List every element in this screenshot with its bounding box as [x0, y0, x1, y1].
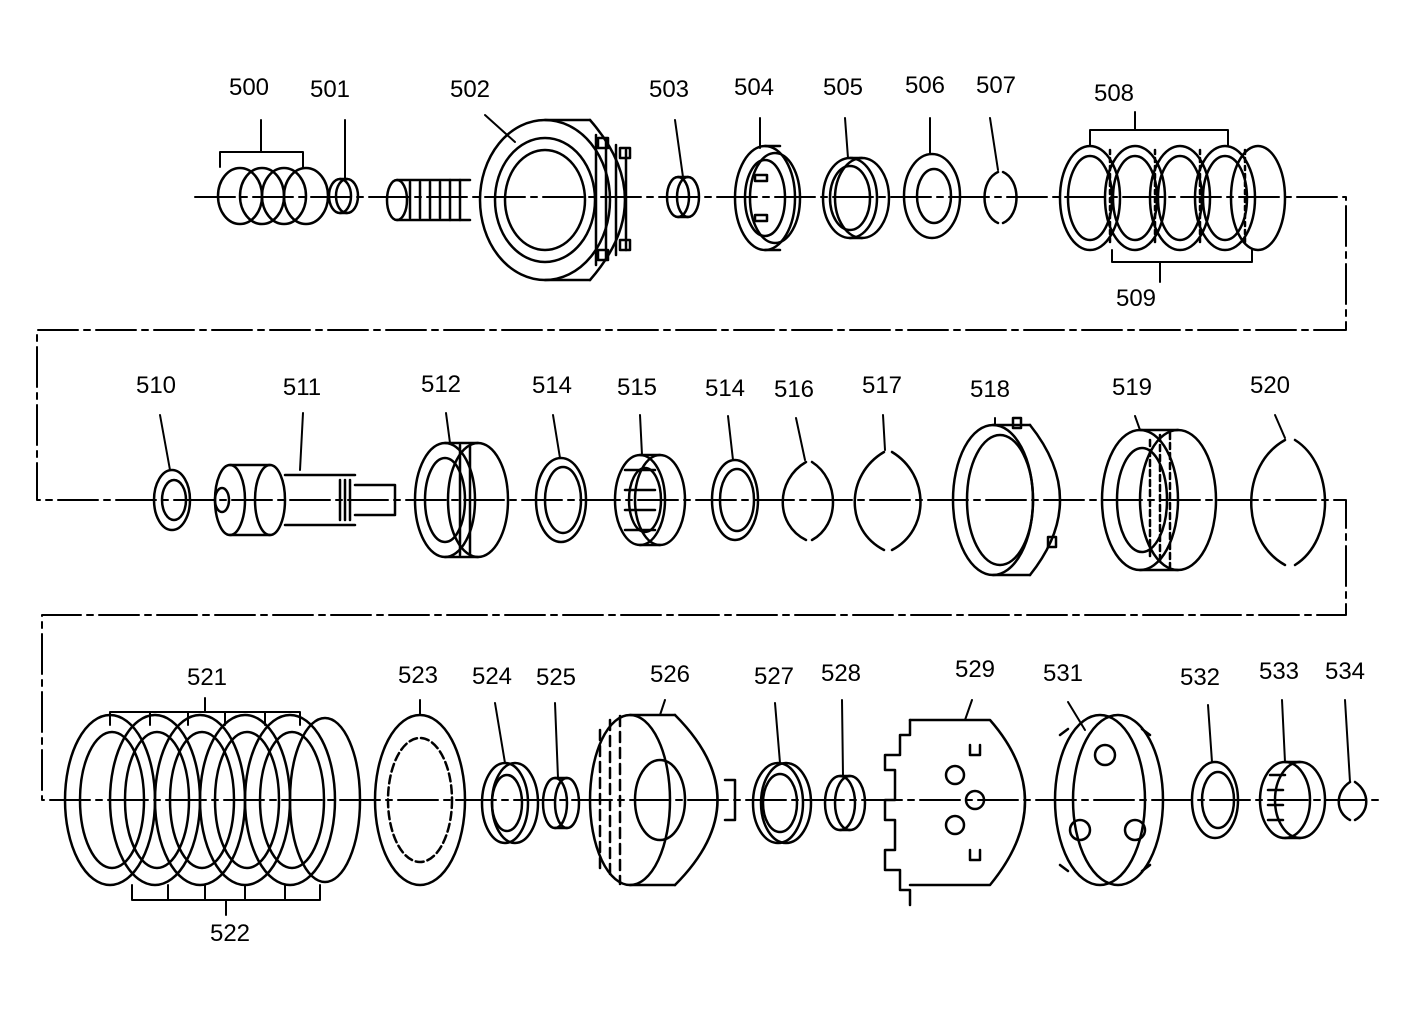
part-518-housing — [951, 416, 1062, 577]
callout-527: 527 — [753, 663, 795, 690]
callout-510: 510 — [135, 372, 177, 399]
callout-518: 518 — [969, 376, 1011, 403]
part-501-bushing — [327, 177, 360, 215]
callout-511: 511 — [282, 374, 322, 401]
part-524-seal — [480, 761, 540, 845]
part-505-spring — [821, 156, 891, 240]
part-508-509-clutch-pack — [1058, 144, 1287, 252]
callout-528: 528 — [820, 660, 862, 687]
callout-509: 509 — [1115, 285, 1157, 312]
callout-523: 523 — [397, 662, 439, 689]
callout-516: 516 — [773, 376, 815, 403]
part-534-snap-ring — [1337, 780, 1368, 822]
callout-519: 519 — [1111, 374, 1153, 401]
callout-507: 507 — [975, 72, 1017, 99]
callout-515: 515 — [616, 374, 658, 401]
axis-lines — [36, 196, 1381, 801]
part-517-snap-ring — [853, 450, 922, 552]
callout-512: 512 — [420, 371, 462, 398]
part-526-drum — [588, 713, 737, 887]
callout-532: 532 — [1179, 664, 1221, 691]
callout-506: 506 — [904, 72, 946, 99]
part-525-bushing — [541, 776, 581, 830]
callout-529: 529 — [954, 656, 996, 683]
part-511-shaft — [213, 463, 397, 537]
callout-501: 501 — [309, 76, 351, 103]
part-527-seal — [751, 761, 813, 845]
callout-504: 504 — [733, 74, 775, 101]
part-520-snap-ring — [1250, 438, 1327, 567]
callout-534: 534 — [1324, 658, 1366, 685]
callout-524: 524 — [471, 663, 513, 690]
part-506-washer — [902, 152, 962, 240]
callout-526: 526 — [649, 661, 691, 688]
part-516-snap-ring — [781, 460, 835, 542]
part-502-drum-shaft — [385, 118, 632, 282]
brackets-row-2 — [159, 412, 1286, 471]
part-528-bushing — [823, 774, 867, 832]
part-504-piston — [733, 144, 802, 252]
part-531-planetary-carrier — [1053, 713, 1165, 887]
callout-531: 531 — [1042, 660, 1084, 687]
part-515-bearing — [613, 453, 687, 547]
brackets-row-3 — [109, 697, 1351, 916]
part-507-snap-ring — [983, 170, 1018, 225]
callout-525: 525 — [535, 664, 577, 691]
callout-514a: 514 — [531, 372, 573, 399]
callout-502: 502 — [449, 76, 491, 103]
part-532-seal — [1190, 760, 1240, 840]
callout-500: 500 — [228, 74, 270, 101]
callout-520: 520 — [1249, 372, 1291, 399]
part-533-gear — [1258, 760, 1327, 840]
callout-508: 508 — [1093, 80, 1135, 107]
part-529-housing — [883, 718, 1027, 907]
callout-517: 517 — [861, 372, 903, 399]
callout-521: 521 — [186, 664, 228, 691]
callout-533: 533 — [1258, 658, 1300, 685]
axis-row-1 — [36, 196, 1381, 801]
part-510-seal — [152, 468, 192, 532]
brackets-row-1 — [219, 111, 1253, 283]
part-514-washer-b — [710, 458, 760, 542]
callout-514b: 514 — [704, 375, 746, 402]
callout-503: 503 — [648, 76, 690, 103]
callout-505: 505 — [822, 74, 864, 101]
callout-522: 522 — [209, 920, 251, 947]
